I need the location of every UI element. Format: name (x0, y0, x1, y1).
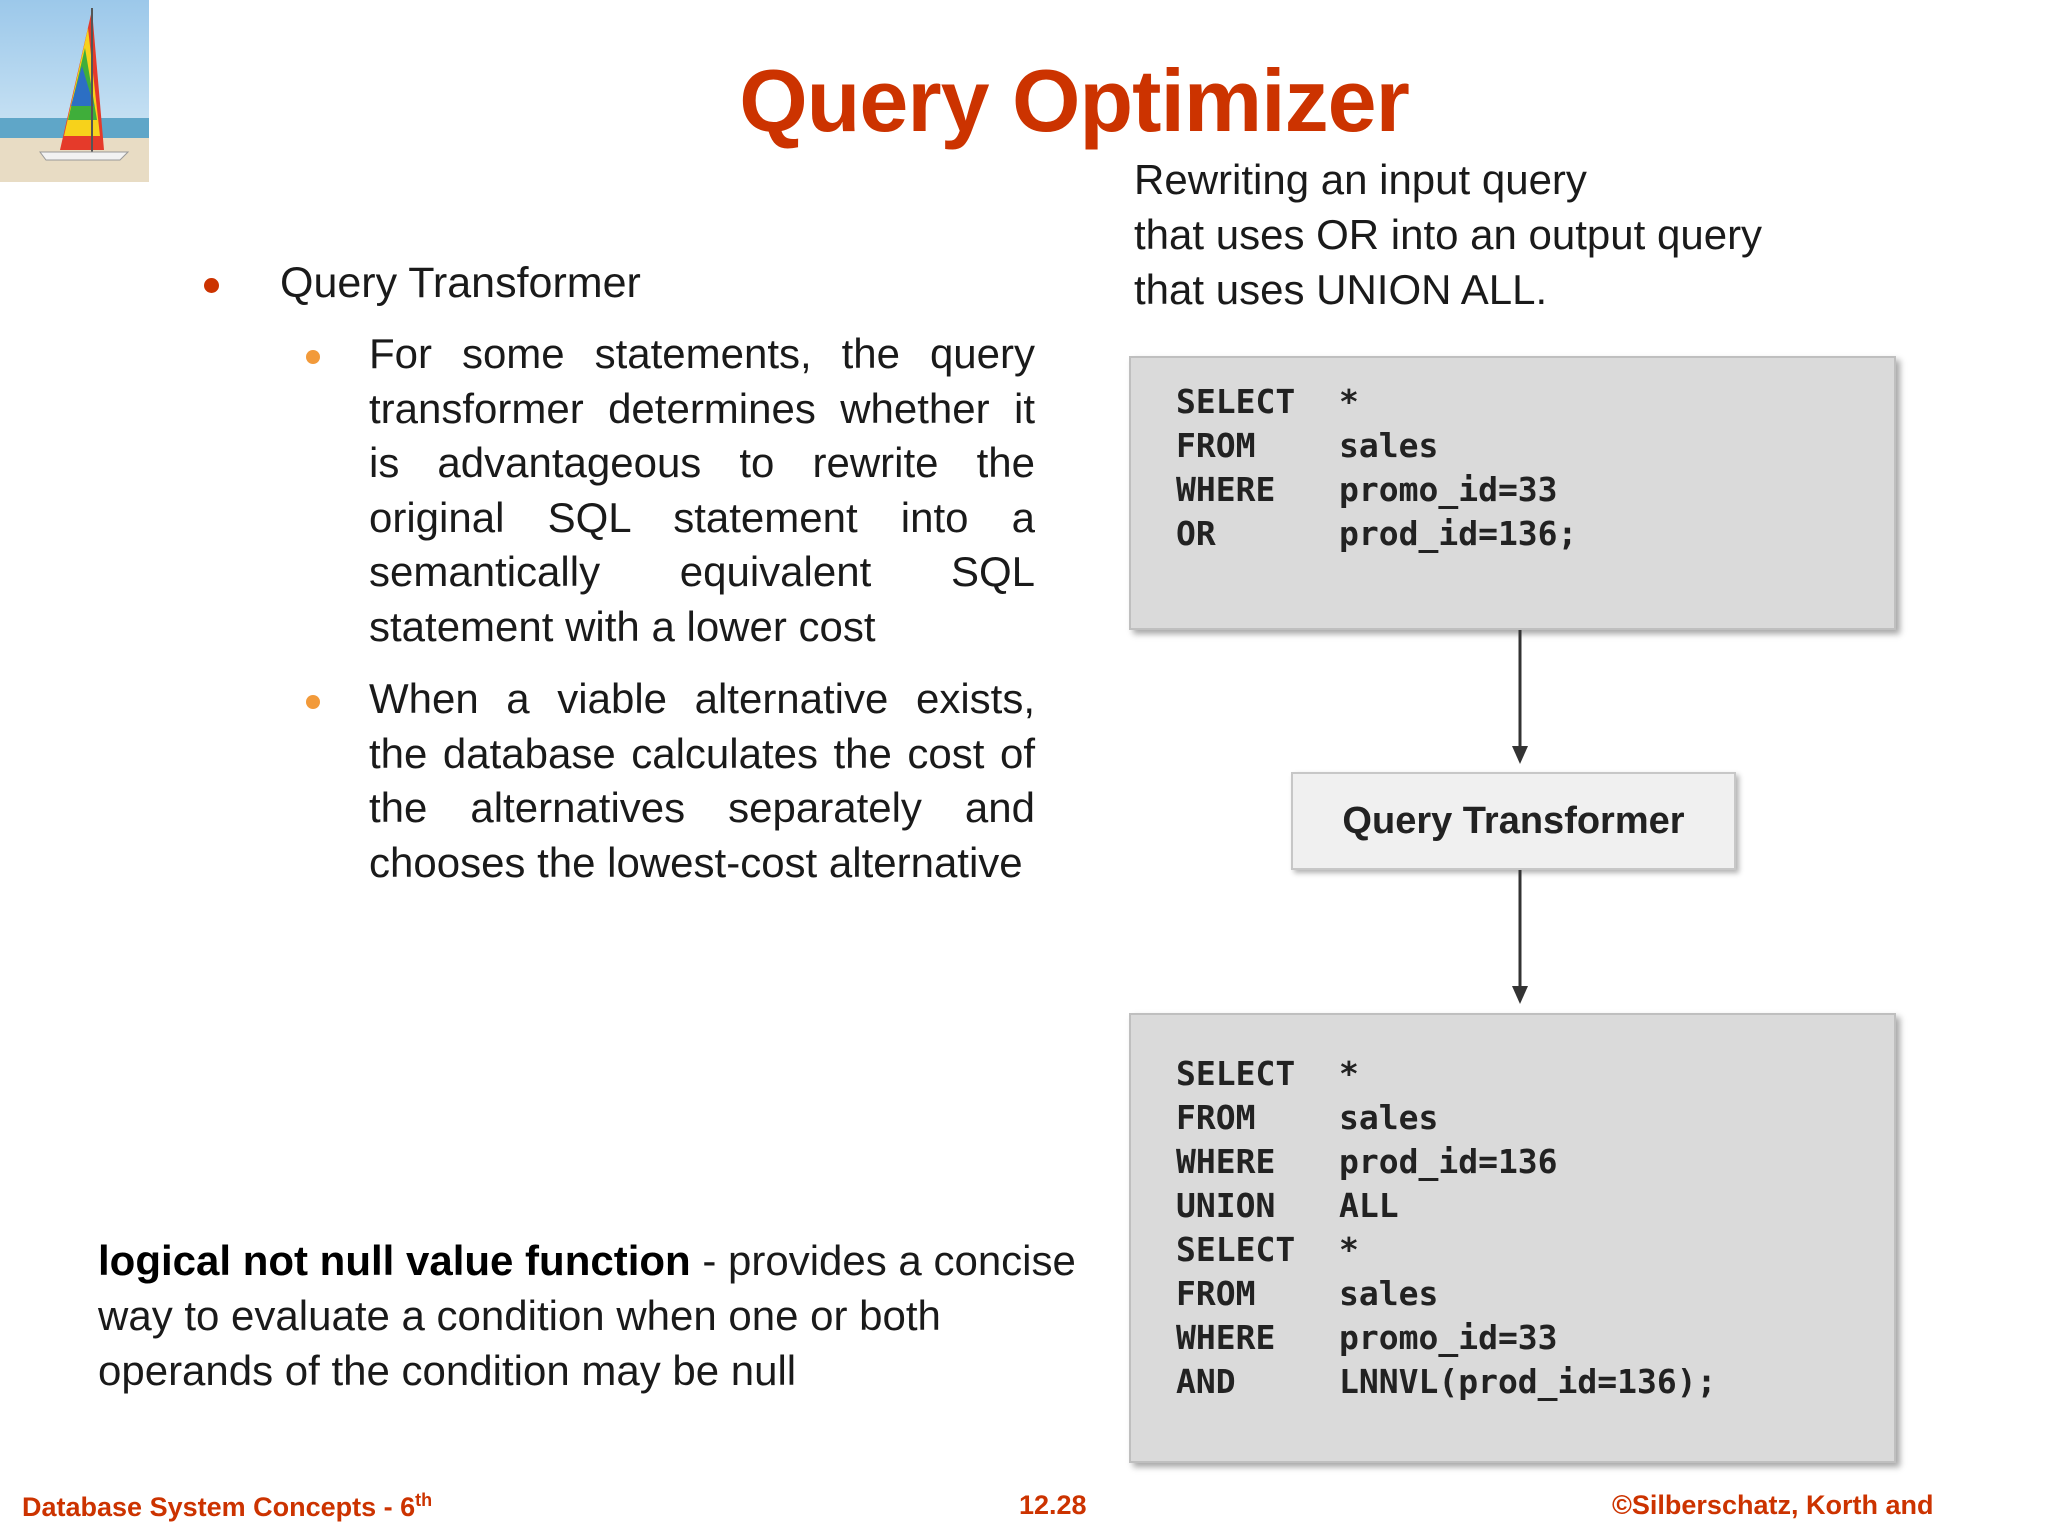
sql-value: sales (1339, 1098, 1439, 1137)
sql-line: WHERE promo_id=33 (1176, 468, 1894, 512)
slide-title: Query Optimizer (739, 51, 1410, 150)
sub-bullet-dot-icon (306, 695, 320, 709)
sql-value: promo_id=33 (1339, 470, 1558, 509)
footer-page-number: 12.28 (1019, 1490, 1087, 1520)
sql-line: FROM sales (1176, 1096, 1894, 1140)
footer-book-title: Database System Concepts - 6th (22, 1490, 432, 1523)
sub-bullet-dot-icon (306, 350, 320, 364)
sql-line: SELECT * (1176, 1228, 1894, 1272)
footer-copyright: ©Silberschatz, Korth and (1612, 1490, 1934, 1520)
sql-line: FROM sales (1176, 424, 1894, 468)
sql-keyword: SELECT (1176, 1230, 1296, 1269)
sub-bullet-1-text: For some statements, the query transform… (369, 330, 1035, 650)
input-query-box: SELECT * FROM sales WHERE promo_id=33 OR pro… (1129, 356, 1896, 630)
sub-bullet-2-text: When a viable alternative exists, the da… (369, 675, 1035, 886)
footer-edition-sup: th (415, 1490, 433, 1510)
sql-keyword: WHERE (1176, 470, 1276, 509)
sql-line: AND LNNVL(prod_id=136); (1176, 1360, 1894, 1404)
sql-keyword: SELECT (1176, 1054, 1296, 1093)
output-query-box: SELECT * FROM sales WHERE prod_id=136 UNION… (1129, 1013, 1896, 1463)
arrow-down-icon (1512, 870, 1528, 1004)
sql-keyword: WHERE (1176, 1318, 1276, 1357)
note-definition: - provides a concise way to evaluate a c… (98, 1237, 1076, 1394)
sql-keyword: AND (1176, 1362, 1236, 1401)
footer-book-title-text: Database System Concepts - 6 (22, 1492, 416, 1522)
sql-value: sales (1339, 1274, 1439, 1313)
sql-value: ALL (1339, 1186, 1399, 1225)
sql-value: * (1339, 382, 1359, 421)
sql-value: promo_id=33 (1339, 1318, 1558, 1357)
bullet-text: Query Transformer (280, 259, 641, 307)
sql-keyword: FROM (1176, 426, 1256, 465)
bullet-dot-icon (204, 278, 219, 293)
sql-value: * (1339, 1054, 1359, 1093)
sql-keyword: OR (1176, 514, 1216, 553)
sql-line: WHERE prod_id=136 (1176, 1140, 1894, 1184)
sql-keyword: UNION (1176, 1186, 1276, 1225)
query-transformer-box: Query Transformer (1291, 772, 1736, 870)
sql-keyword: SELECT (1176, 382, 1296, 421)
sql-line: OR prod_id=136; (1176, 512, 1894, 556)
sql-keyword: WHERE (1176, 1142, 1276, 1181)
arrow-down-icon (1512, 630, 1528, 764)
sql-value: LNNVL(prod_id=136); (1339, 1362, 1717, 1401)
sql-keyword: FROM (1176, 1098, 1256, 1137)
lnnvl-note: logical not null value function - provid… (98, 1233, 1088, 1398)
sql-line: FROM sales (1176, 1272, 1894, 1316)
sql-value: prod_id=136 (1339, 1142, 1558, 1181)
note-term: logical not null value function (98, 1237, 691, 1284)
sql-line: SELECT * (1176, 1052, 1894, 1096)
sailboat-logo-icon (0, 0, 149, 182)
sql-keyword: FROM (1176, 1274, 1256, 1313)
diagram-caption: Rewriting an input query that uses OR in… (1134, 156, 1763, 313)
sql-line: WHERE promo_id=33 (1176, 1316, 1894, 1360)
sql-line: SELECT * (1176, 380, 1894, 424)
sql-value: * (1339, 1230, 1359, 1269)
sql-value: prod_id=136; (1339, 514, 1578, 553)
sql-value: sales (1339, 426, 1439, 465)
sql-line: UNION ALL (1176, 1184, 1894, 1228)
